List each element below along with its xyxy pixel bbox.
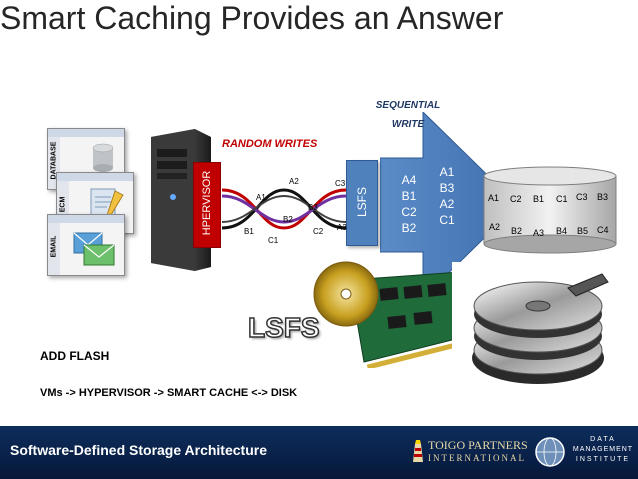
disk-block: C4 [597,225,609,235]
dmi-logo-line1: DATA [590,436,616,443]
hypervisor-box: HPERVISOR [193,162,221,248]
footer-title: Software-Defined Storage Architecture [10,442,267,458]
wave-label: A2 [289,177,299,186]
database-icon [92,143,114,172]
disk-block: C3 [576,192,588,202]
arrow-block: C2 [401,205,417,219]
wave-label: C3 [335,179,346,188]
sequential-write-label-line2: WRITE [391,119,425,130]
arrow-column-right: A1 B3 A2 C1 [430,164,464,228]
document-edit-icon [90,188,124,218]
arrow-block: B2 [401,221,417,235]
arrow-block: B3 [439,181,455,195]
vm-window-email: EMAIL [47,214,125,276]
email-icon [73,232,115,266]
lighthouse-icon [413,440,423,462]
lsfs-logo-text: LSFS [247,311,320,344]
arrow-column-left: A4 B1 C2 B2 [392,172,426,236]
wave-label: C2 [313,227,324,236]
toigo-logo-line1: TOIGO PARTNERS [428,438,528,452]
random-writes-label: RANDOM WRITES [222,138,318,150]
dmi-logo-line2: MANAGEMENT [572,446,634,453]
wave-label: B2 [283,215,293,224]
disk-block: C2 [510,194,522,204]
arrow-block: A4 [401,173,417,187]
hypervisor-label: HPERVISOR [201,170,213,236]
footer-bar: Software-Defined Storage Architecture TO… [0,426,638,479]
arrow-block: C1 [439,213,455,227]
disk-storage-cylinder [483,166,617,254]
vm-window-label: EMAIL [50,235,58,258]
wave-label: A1 [256,193,266,202]
arrow-block: B1 [401,189,417,203]
random-writes-waves [221,188,347,230]
disk-block: C1 [556,194,568,204]
sequential-write-label-line1: SEQUENTIAL [375,100,441,111]
lsfs-box-label: LSFS [355,187,369,218]
wave-label: C1 [268,236,279,245]
disk-block: B1 [533,194,545,204]
disk-block: B2 [511,226,523,236]
dmi-globe-icon [535,437,565,467]
disk-block: A1 [488,193,500,203]
lsfs-box: LSFS [346,160,378,246]
slide-title: Smart Caching Provides an Answer [0,0,504,36]
disk-block: B5 [577,226,589,236]
disk-block: A3 [533,228,545,238]
sequential-write-arrow [380,112,519,298]
disk-block: A2 [489,222,501,232]
disk-block: B4 [556,226,568,236]
flow-text: VMs -> HYPERVISOR -> SMART CACHE <-> DIS… [40,387,298,399]
wave-label: A3 [337,223,347,232]
arrow-block: A2 [439,197,455,211]
toigo-logo-line2: INTERNATIONAL [428,453,526,463]
dmi-logo-line3: INSTITUTE [575,456,631,463]
wave-label: B3 [308,203,318,212]
disk-block: B3 [597,192,609,202]
arrow-block: A1 [439,165,455,179]
flash-memory-card [313,261,469,368]
hard-drive-platters [452,262,620,396]
wave-label: B1 [244,227,254,236]
add-flash-text: ADD FLASH [40,349,110,363]
